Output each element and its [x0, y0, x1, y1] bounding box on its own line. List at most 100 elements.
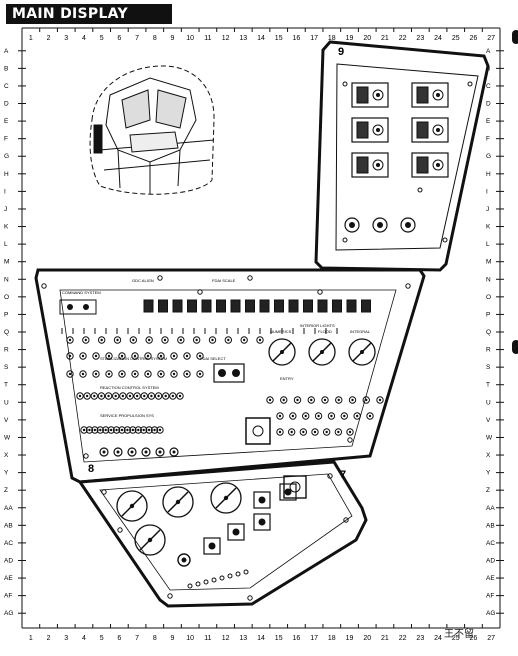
label-rcs: REACTION CONTROL SYSTEM: [100, 385, 159, 390]
column-label-bottom: 22: [399, 635, 407, 642]
panel-screw: [317, 289, 323, 295]
label-sps: SERVICE PROPULSION SYS: [100, 413, 154, 418]
panel-7-controls: [101, 473, 349, 601]
rotary-dial: [268, 338, 296, 366]
knob-center: [436, 163, 440, 167]
panel-screw: [83, 453, 89, 459]
switch-center: [133, 354, 137, 358]
row-label-right: C: [486, 83, 491, 90]
label-command-system: COMMAND SYSTEM: [62, 290, 101, 295]
switch-center: [195, 338, 198, 342]
row-label-left: S: [4, 364, 9, 371]
switch-ring: [118, 352, 126, 360]
column-label-bottom: 5: [100, 635, 104, 642]
column-label-bottom: 7: [135, 635, 139, 642]
switch-ring: [169, 447, 179, 457]
rotary-dial: [308, 338, 336, 366]
switch-ring: [299, 428, 308, 436]
switch-ring: [302, 412, 310, 420]
binder-mark-top: [512, 30, 518, 44]
row-label-left: F: [4, 136, 8, 143]
knob-center: [436, 93, 440, 97]
switch-ring: [183, 352, 191, 360]
row-label-left: AB: [4, 522, 13, 529]
switch-center: [278, 430, 282, 434]
panel-9-number: 9: [338, 46, 344, 58]
label-numerics: NUMERICS: [270, 329, 292, 334]
column-label-top: 26: [470, 35, 478, 42]
switch-ring: [131, 352, 139, 360]
row-label-right: N: [486, 276, 491, 283]
control-knob: [289, 481, 301, 493]
switch-center: [368, 414, 372, 418]
lower-knob: [400, 217, 416, 233]
panel-screw: [442, 237, 448, 243]
switch-ring: [119, 392, 127, 400]
switch-block: [356, 156, 369, 174]
rotary-dial: [134, 524, 166, 556]
switch-ring: [334, 428, 343, 436]
column-label-bottom: 23: [416, 635, 424, 642]
indicator-lamp: [227, 573, 233, 579]
knob-center: [376, 128, 380, 132]
toggle-switch: [274, 299, 284, 313]
grid-frame: [21, 27, 501, 629]
dial-hub: [280, 350, 284, 354]
indicator-lamp: [203, 579, 209, 585]
switch-center: [158, 428, 162, 432]
toggle-switch: [143, 299, 154, 313]
panel-screw: [327, 473, 333, 479]
column-label-top: 10: [186, 35, 194, 42]
switch-ring: [134, 426, 142, 434]
toggle-switch: [158, 299, 168, 313]
switch-ring: [155, 447, 165, 457]
switch-center: [109, 428, 113, 432]
switch-ring: [314, 412, 323, 420]
column-label-bottom: 3: [64, 635, 68, 642]
knob-center: [376, 163, 380, 167]
switch-ring: [266, 396, 274, 404]
watermark-text: 王不留: [444, 629, 474, 640]
switch-center: [68, 372, 72, 376]
row-label-left: R: [4, 347, 9, 354]
row-label-left: N: [4, 276, 9, 283]
column-label-top: 15: [275, 35, 283, 42]
row-label-left: U: [4, 399, 9, 406]
control-box: [283, 475, 307, 499]
switch-center: [325, 430, 328, 434]
switch-ring: [156, 426, 164, 434]
switch-ring: [140, 392, 148, 400]
row-label-left: E: [4, 118, 9, 125]
toggle-switch: [361, 299, 371, 313]
switch-center: [337, 430, 340, 434]
column-label-bottom: 1: [29, 635, 33, 642]
switch-center: [268, 398, 272, 402]
column-label-bottom: 17: [310, 635, 318, 642]
switch-center: [78, 394, 82, 398]
switch-center: [147, 428, 151, 432]
switch-center: [130, 450, 134, 454]
switch-center: [159, 354, 163, 358]
switch-ring: [340, 412, 348, 420]
switch-center: [348, 430, 352, 434]
column-label-top: 3: [64, 35, 68, 42]
dial-hub: [147, 537, 153, 543]
row-label-right: W: [486, 434, 493, 441]
column-label-top: 12: [222, 35, 230, 42]
column-label-top: 25: [452, 35, 460, 42]
panel-screw: [167, 593, 173, 599]
knob-center: [436, 128, 440, 132]
switch-ring: [129, 426, 137, 434]
switch-center: [144, 450, 148, 454]
switch-center: [133, 372, 137, 376]
panel-screw: [247, 275, 253, 281]
switch-center: [94, 354, 98, 358]
column-label-top: 16: [293, 35, 301, 42]
switch-center: [81, 354, 85, 358]
switch-module: [351, 117, 389, 143]
panel-8-event-timer: [245, 417, 271, 445]
row-label-left: AG: [4, 610, 13, 617]
switch-ring: [131, 370, 139, 378]
switch-center: [178, 394, 182, 398]
row-label-left: A: [4, 48, 9, 55]
